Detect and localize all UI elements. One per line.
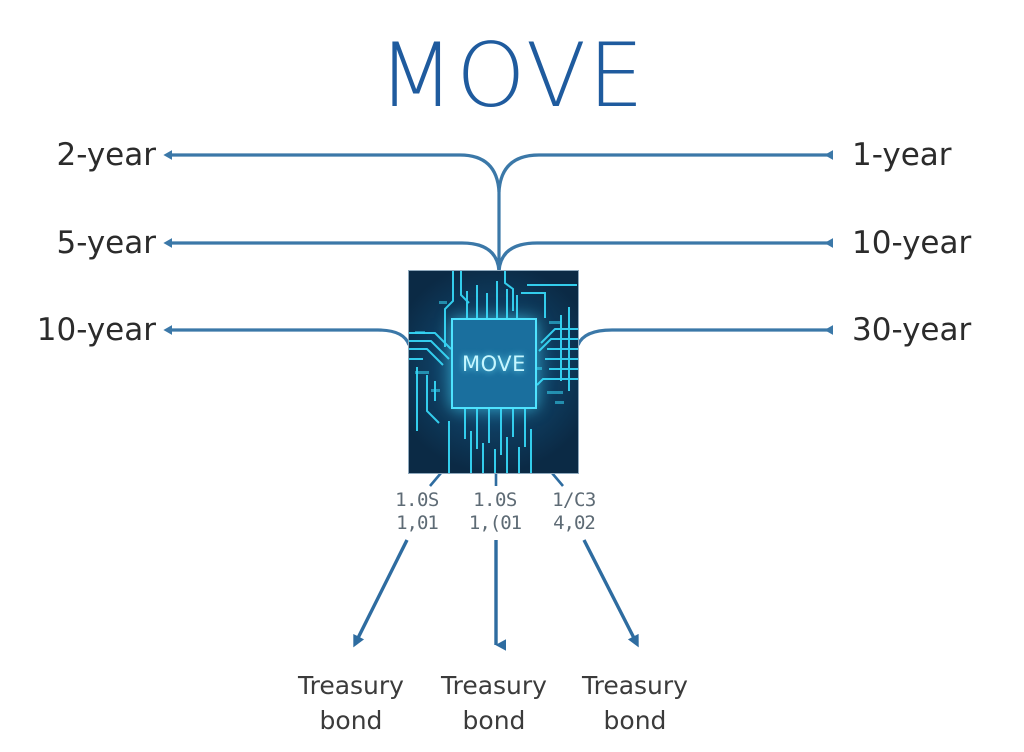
label-row3-right: 30-year bbox=[852, 312, 972, 348]
stub-right bbox=[551, 472, 564, 487]
label-row1-left: 2-year bbox=[56, 137, 156, 173]
chip-core-label: MOVE bbox=[462, 351, 526, 376]
connector-row2-left bbox=[163, 238, 501, 272]
artifact-text-3: 1/C3 4,02 bbox=[531, 489, 617, 535]
label-row2-left: 5-year bbox=[56, 225, 156, 261]
treasury-bond-label-2: Treasury bond bbox=[419, 668, 569, 738]
artifact-3-line2: 4,02 bbox=[553, 512, 596, 534]
artifact-text-1: 1.0S 1,01 bbox=[374, 489, 460, 535]
bond-2-line1: Treasury bbox=[441, 671, 547, 700]
artifact-3-line1: 1/C3 bbox=[552, 489, 596, 511]
connector-row2-right bbox=[497, 238, 833, 272]
chip-core: MOVE bbox=[451, 318, 537, 409]
connector-row1-right bbox=[497, 150, 833, 193]
label-row2-right: 10-year bbox=[852, 225, 972, 261]
artifact-2-line1: 1.0S bbox=[473, 489, 517, 511]
connector-row3-right bbox=[576, 325, 833, 346]
treasury-bond-label-1: Treasury bond bbox=[276, 668, 426, 738]
chip-circuit-traces bbox=[409, 271, 578, 473]
bond-1-line1: Treasury bbox=[298, 671, 404, 700]
artifact-1-line1: 1.0S bbox=[395, 489, 439, 511]
connector-row1-left bbox=[163, 150, 501, 271]
arrow-output-1 bbox=[353, 539, 409, 648]
page-title: MOVE bbox=[378, 24, 646, 127]
label-row3-left: 10-year bbox=[36, 312, 156, 348]
artifact-2-line2: 1,(01 bbox=[468, 512, 522, 534]
bond-1-line2: bond bbox=[319, 706, 383, 735]
bond-3-line1: Treasury bbox=[582, 671, 688, 700]
connector-row3-left bbox=[163, 325, 411, 346]
bond-2-line2: bond bbox=[462, 706, 526, 735]
bond-3-line2: bond bbox=[603, 706, 667, 735]
artifact-text-2: 1.0S 1,(01 bbox=[452, 489, 538, 535]
artifact-1-line2: 1,01 bbox=[396, 512, 439, 534]
label-row1-right: 1-year bbox=[852, 137, 952, 173]
arrow-output-3 bbox=[582, 539, 639, 648]
stub-left bbox=[429, 472, 442, 487]
treasury-bond-label-3: Treasury bond bbox=[560, 668, 710, 738]
move-chip: MOVE bbox=[409, 271, 578, 473]
